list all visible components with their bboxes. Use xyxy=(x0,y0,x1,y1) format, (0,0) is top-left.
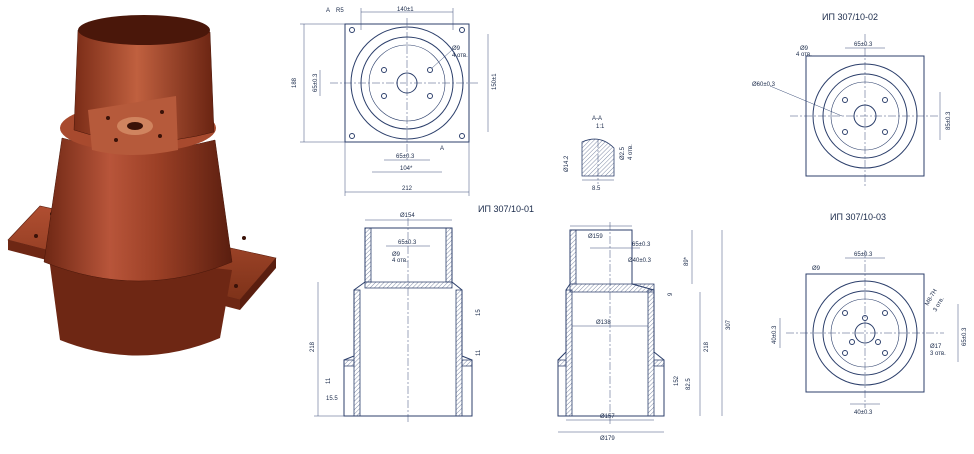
v01-dim-11-left: 11 xyxy=(326,377,332,384)
side-dim-65: 65±0.3 xyxy=(632,242,651,248)
v01-dim-218: 218 xyxy=(310,341,316,352)
v01-hole-dia: Ø9 xyxy=(392,252,401,258)
side-dim-159: Ø159 xyxy=(588,234,603,240)
v01-dim-154: Ø154 xyxy=(400,213,415,219)
cut-label-a-bottom: А xyxy=(440,146,444,152)
v03-hole-dia: Ø9 xyxy=(812,266,821,272)
insulator-render xyxy=(7,15,277,356)
top-dim-140: 140±1 xyxy=(397,7,414,13)
top-radius: R5 xyxy=(336,8,344,14)
side-dim-157: Ø157 xyxy=(600,414,615,420)
section-dim-8-5: 8.5 xyxy=(592,186,601,192)
v03-dim-40-horizontal: 40±0.3 xyxy=(854,410,873,416)
side-dim-82-5: 82.5 xyxy=(686,378,692,390)
section-scale: 1:1 xyxy=(596,124,605,130)
top-dim-65-vertical: 65±0.3 xyxy=(313,73,319,92)
top-dim-104: 104* xyxy=(400,166,413,172)
top-dim-150: 150±1 xyxy=(492,73,498,90)
top-view: 140±1 188 150±1 65±0.3 65±0.3 104* 212 Ø… xyxy=(292,7,498,196)
v01-dim-11: 11 xyxy=(476,349,482,356)
section-dim-2-5: Ø2.5 xyxy=(620,146,626,160)
cut-label-a-top: А xyxy=(326,8,330,14)
title-307-10-03: ИП 307/10-03 xyxy=(830,212,886,222)
v03-dim-65-vertical: 65±0.3 xyxy=(962,327,968,346)
view-307-10-03: ИП 307/10-03 Ø9 65±0.3 40±0.3 40±0.3 65±… xyxy=(772,212,968,416)
title-307-10-01: ИП 307/10-01 xyxy=(478,204,534,214)
v03-dim-65: 65±0.3 xyxy=(854,252,873,258)
v01-dim-15: 15 xyxy=(476,309,482,316)
v01-dim-15-5: 15.5 xyxy=(326,396,338,402)
top-dim-212: 212 xyxy=(402,186,413,192)
section-hole-count: 4 отв. xyxy=(628,144,634,160)
v03-hole-17: Ø17 xyxy=(930,344,942,350)
view-307-10-02: ИП 307/10-02 Ø9 4 отв. 65±0.3 Ø60±0.3 85… xyxy=(752,12,952,186)
v01-hole-count: 4 отв. xyxy=(392,258,408,264)
v02-dim-65: 65±0.3 xyxy=(854,42,873,48)
section-dim-14: Ø14.2 xyxy=(564,155,570,172)
side-dim-138: Ø138 xyxy=(596,320,611,326)
top-dim-188: 188 xyxy=(292,77,298,88)
v02-dim-85: 85±0.3 xyxy=(946,111,952,130)
side-dim-152: 152 xyxy=(674,375,680,386)
side-dim-89: 89* xyxy=(684,256,690,266)
v03-dim-40-vertical: 40±0.3 xyxy=(772,325,778,344)
section-a-a: А-А 1:1 Ø14.2 Ø2.5 4 отв. 8.5 xyxy=(564,116,634,192)
view-side-section: Ø159 65±0.3 Ø40±0.3 89* 307 9 Ø138 218 1… xyxy=(557,222,732,442)
v02-dim-60: Ø60±0.3 xyxy=(752,82,776,88)
v03-hole-17-count: 3 отв. xyxy=(930,351,946,357)
top-hole-dia: Ø9 xyxy=(452,46,461,52)
v01-dim-65: 65±0.3 xyxy=(398,240,417,246)
side-dim-40: Ø40±0.3 xyxy=(628,258,652,264)
side-dim-307: 307 xyxy=(726,319,732,330)
side-dim-179: Ø179 xyxy=(600,436,615,442)
title-307-10-02: ИП 307/10-02 xyxy=(822,12,878,22)
side-dim-9: 9 xyxy=(668,292,674,296)
side-dim-218: 218 xyxy=(704,341,710,352)
view-307-10-01: ИП 307/10-01 Ø154 65±0.3 Ø9 4 отв. 218 1… xyxy=(310,204,534,424)
v02-hole-count: 4 отв. xyxy=(796,52,812,58)
top-hole-count: 4 отв. xyxy=(452,53,468,59)
v02-hole-dia: Ø9 xyxy=(800,46,809,52)
section-title: А-А xyxy=(592,116,602,122)
top-dim-65-horizontal: 65±0.3 xyxy=(396,154,415,160)
